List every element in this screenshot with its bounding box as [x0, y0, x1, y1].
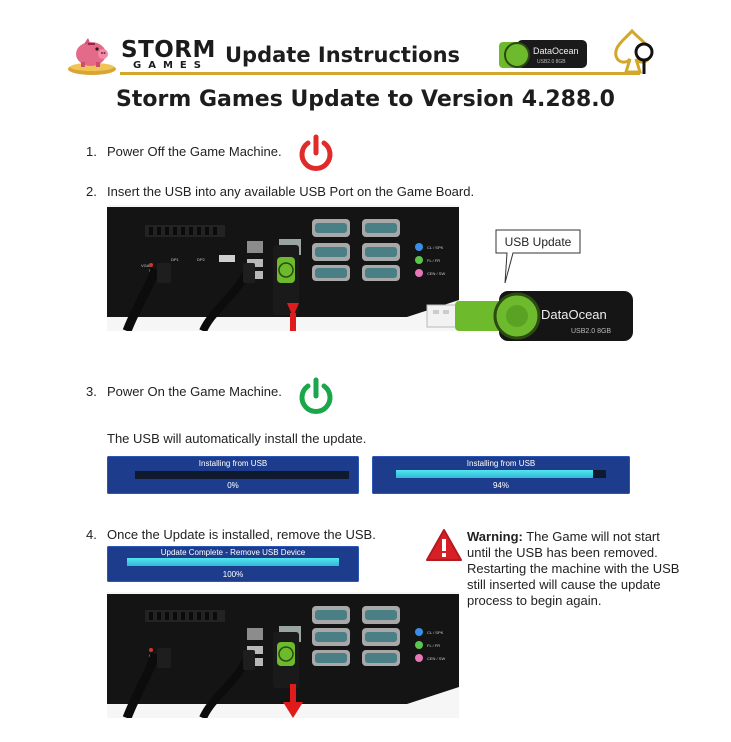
big-usb-brand: DataOcean — [541, 307, 607, 322]
spade-logo-icon — [614, 28, 654, 74]
game-board-photo-remove: CL / SPK FL / FR CEN / SW — [107, 592, 459, 718]
progress-label: Installing from USB — [466, 459, 536, 468]
progress-panel-94-percent: Installing from USB 94% — [372, 456, 630, 494]
power-off-icon — [299, 134, 333, 171]
step-2-number: 2. — [86, 184, 97, 199]
warning-message: Warning: The Game will not start until t… — [467, 529, 682, 609]
progress-panel-0-percent: Installing from USB 0% — [107, 456, 359, 494]
warning-label: Warning: — [467, 529, 523, 544]
callout-label: USB Update — [504, 235, 572, 249]
auto-install-text: The USB will automatically install the u… — [107, 431, 367, 446]
progress-fill — [396, 470, 594, 478]
progress-percent: 94% — [492, 481, 509, 490]
svg-text:DP2: DP2 — [197, 257, 206, 262]
document-title: Storm Games Update to Version 4.288.0 — [116, 87, 615, 112]
game-board-photo-insert: CL / SPK FL / FR CEN / SW VGA DP1 DP2 — [107, 205, 459, 331]
progress-label: Update Complete - Remove USB Device — [160, 548, 306, 557]
logo-games-text: GAMES — [133, 60, 208, 71]
progress-label: Installing from USB — [198, 459, 268, 468]
svg-text:DP1: DP1 — [171, 257, 180, 262]
step-4-number: 4. — [86, 527, 97, 542]
svg-text:FL / FR: FL / FR — [427, 643, 440, 648]
big-usb-spec: USB2.0 8GB — [571, 328, 611, 335]
header-usb-brand: DataOcean — [533, 46, 579, 56]
step-3-number: 3. — [86, 384, 97, 399]
svg-text:CL / SPK: CL / SPK — [427, 245, 444, 250]
progress-bar — [135, 471, 349, 479]
logo-storm-text: STORM — [121, 37, 216, 63]
header-title: Update Instructions — [225, 43, 461, 67]
usb-drive-icon: DataOcean USB2.0 8GB — [499, 40, 587, 68]
usb-drive-large-icon: DataOcean USB2.0 8GB — [426, 291, 633, 341]
svg-text:VGA: VGA — [141, 263, 150, 268]
progress-fill — [127, 558, 339, 566]
svg-text:FL / FR: FL / FR — [427, 258, 440, 263]
step-1-number: 1. — [86, 144, 97, 159]
progress-percent: 100% — [222, 570, 244, 579]
header-divider — [120, 72, 640, 75]
svg-text:CEN / SW: CEN / SW — [427, 271, 445, 276]
svg-text:CEN / SW: CEN / SW — [427, 656, 445, 661]
step-3-text: Power On the Game Machine. — [107, 384, 282, 399]
progress-bar — [396, 470, 606, 478]
power-on-icon — [299, 377, 333, 414]
piggy-bank-logo-icon — [68, 38, 116, 75]
warning-icon — [426, 529, 462, 561]
step-4-text: Once the Update is installed, remove the… — [107, 527, 376, 542]
header-usb-spec: USB2.0 8GB — [537, 59, 566, 65]
progress-bar — [127, 558, 339, 566]
warning-body: The Game will not start until the USB ha… — [467, 529, 680, 608]
progress-percent: 0% — [227, 481, 239, 490]
progress-panel-complete: Update Complete - Remove USB Device 100% — [107, 546, 359, 582]
step-1-text: Power Off the Game Machine. — [107, 144, 282, 159]
step-2-text: Insert the USB into any available USB Po… — [107, 184, 475, 199]
svg-text:CL / SPK: CL / SPK — [427, 630, 444, 635]
usb-update-callout-bubble — [495, 229, 581, 284]
